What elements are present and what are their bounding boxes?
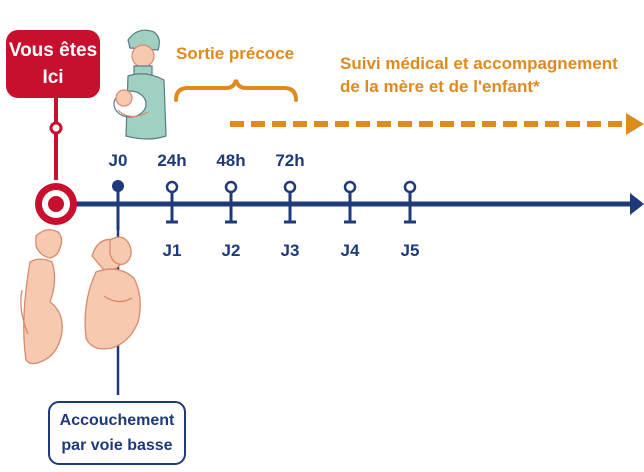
tick-label-j4: J4 — [340, 241, 360, 260]
mother-with-baby-illustration — [84, 236, 141, 350]
you-are-here-target — [35, 183, 77, 225]
delivery-line2: par voie basse — [61, 437, 173, 454]
day-marker-j2 — [224, 180, 238, 224]
you-are-here-line2: Ici — [42, 67, 64, 88]
you-are-here-stem-ring — [49, 121, 63, 135]
tick-label-72h: 72h — [275, 151, 305, 170]
early-discharge-label: Sortie précoce — [176, 44, 295, 63]
early-discharge-bracket — [174, 79, 298, 102]
tick-label-j0: J0 — [108, 151, 128, 170]
follow-up-label: Suivi médical et accompagnement de la mè… — [340, 52, 618, 98]
you-are-here-box: Vous êtes Ici — [6, 30, 100, 98]
timeline-arrowhead — [630, 193, 644, 215]
follow-up-line2: de la mère et de l'enfant* — [340, 77, 540, 96]
follow-up-arrowhead — [626, 113, 644, 135]
tick-label-j5: J5 — [400, 241, 420, 260]
tick-label-24h: 24h — [157, 151, 187, 170]
follow-up-line1: Suivi médical et accompagnement — [340, 54, 618, 73]
tick-label-j1: J1 — [162, 241, 182, 260]
tick-label-j2: J2 — [221, 241, 241, 260]
day-marker-j1 — [165, 180, 179, 224]
you-are-here-line1: Vous êtes — [8, 40, 98, 61]
tick-label-48h: 48h — [216, 151, 246, 170]
day-marker-j5 — [403, 180, 417, 224]
pregnant-woman-illustration — [20, 229, 63, 365]
tick-label-j3: J3 — [280, 241, 300, 260]
nurse-holding-baby-illustration — [113, 29, 167, 140]
day-marker-j4 — [343, 180, 357, 224]
vaginal-delivery-box: Accouchement par voie basse — [48, 401, 186, 465]
delivery-line1: Accouchement — [59, 412, 175, 429]
day-marker-j3 — [283, 180, 297, 224]
